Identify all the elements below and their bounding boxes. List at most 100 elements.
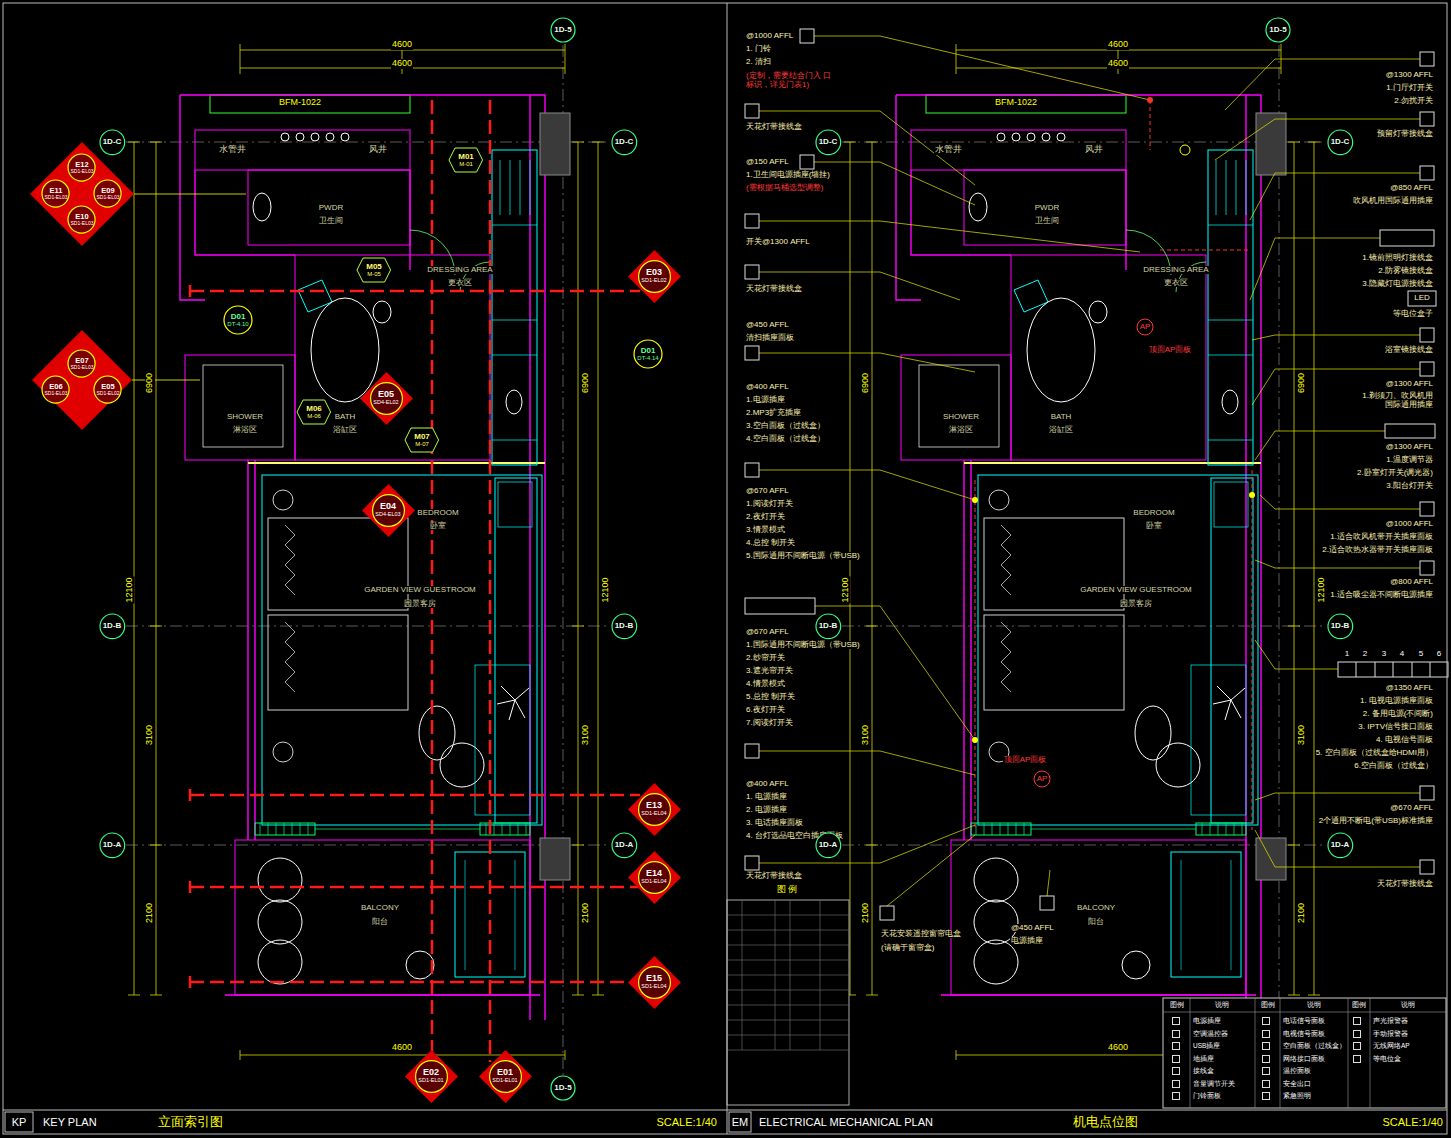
annotation-text: KEY PLAN [42, 1116, 98, 1128]
marker-circle [638, 861, 670, 893]
annotation-text: 风井 [1084, 145, 1104, 155]
sheet-reference: M-06 [307, 413, 321, 419]
annotation-text: 4600 [1107, 40, 1129, 50]
sheet-reference: SD4-EL03 [375, 512, 400, 518]
legend-sample [1172, 1055, 1180, 1063]
section-marks [30, 100, 640, 1062]
tag-number: 1D-A [819, 841, 838, 849]
annotation-text: 卫生间 [318, 217, 344, 226]
annotation-text: 2.MP3扩充插座 [745, 409, 802, 418]
device-icon [1420, 561, 1434, 575]
annotation-text: 园景客房 [1119, 600, 1153, 609]
annotation-text: 图例 [1351, 1001, 1367, 1009]
annotation-text: 5.总控 制开关 [745, 693, 796, 702]
annotation-text: 1. 电源插座 [745, 793, 788, 802]
ap-circle [1034, 771, 1050, 787]
device-icon [745, 214, 759, 228]
marker-circle [372, 494, 404, 526]
annotation-text: 说明 [1306, 1001, 1322, 1009]
annotation-text: 2. 备用电源(不间断) [1362, 710, 1434, 719]
annotation-text: 说明 [1400, 1001, 1416, 1009]
legend-sample [1262, 1042, 1270, 1050]
dimension-text: 3100 [861, 724, 871, 746]
annotation-text: BFM-1022 [278, 98, 322, 108]
legend-text: 网络接口面板 [1283, 1055, 1325, 1062]
tag-number: E05 [378, 390, 394, 399]
annotation-text: @450 AFFL [745, 321, 790, 330]
sheet-reference: SD1-EL03 [96, 195, 119, 200]
annotation-text: 2.防雾镜接线盒 [1377, 267, 1434, 276]
sheet-reference: SD1-EL01 [492, 1078, 517, 1084]
annotation-text: (需根据马桶选型调整) [745, 184, 824, 193]
dimension-text: 6900 [145, 372, 155, 394]
tag-box [729, 1112, 751, 1132]
annotation-text: 1.门厅灯开关 [1385, 84, 1434, 93]
legend-sample [1172, 1080, 1180, 1088]
annotation-text: 更衣区 [447, 279, 473, 288]
annotation-text: 阳台 [371, 918, 389, 927]
annotation-text: DRESSING AREA [426, 266, 493, 275]
tag-number: M01 [458, 153, 474, 161]
marker-diamond [360, 372, 413, 425]
sheet-reference: SD1-EL03 [70, 169, 93, 174]
annotation-text: 6.空白面板（过线盒） [1353, 762, 1434, 771]
tag-circle [94, 180, 121, 207]
sheet-reference: SD1-EL04 [641, 984, 666, 990]
elevation-marker: E14SD1-EL04 [628, 851, 681, 904]
tag-box [5, 1112, 33, 1132]
annotation-text: 等电位盒子 [1392, 310, 1434, 319]
annotation-text: 开关@1300 AFFL [745, 238, 811, 247]
annotation-text: 7.阅读灯开关 [745, 719, 794, 728]
tag-number: E09 [101, 187, 114, 195]
bubble-circle [1328, 130, 1353, 155]
tag-number: E07 [75, 357, 88, 365]
legend-sample [1262, 1017, 1270, 1025]
tag-circle [42, 180, 69, 207]
device-icon [880, 906, 894, 920]
annotation-text: PWDR [1034, 204, 1060, 213]
annotation-text: 1.卫生间电源插座(墙挂) [745, 171, 831, 180]
legend-text: 等电位盒 [1373, 1055, 1401, 1062]
table-rule [727, 900, 849, 1050]
ap-symbol: AP [1033, 770, 1051, 788]
elevation-marker: E02SD1-EL01 [405, 1050, 458, 1103]
grid-bubble: 1D-5 [1265, 17, 1291, 43]
tag-number: E14 [646, 869, 662, 878]
legend-sample [1262, 1030, 1270, 1038]
annotation-text: 4. 电视信号面板 [1375, 736, 1434, 745]
grid-bubble: 1D-5 [550, 1075, 576, 1101]
tag-number: E03 [646, 268, 662, 277]
dimension-text: 6900 [1297, 372, 1307, 394]
sheet-reference: SD1-EL03 [44, 195, 67, 200]
leader-line [759, 36, 1150, 906]
legend-sample [1353, 1042, 1361, 1050]
dimension-text: 12100 [601, 576, 611, 603]
bubble-circle [100, 130, 125, 155]
annotation-text: 图 例 [776, 885, 799, 895]
tag-circle [68, 154, 95, 181]
elevation-tag: E06SD1-EL03 [41, 375, 70, 404]
sheet-reference: M-07 [415, 441, 429, 447]
sheet-frame [3, 3, 1447, 1134]
bubble-circle [816, 130, 841, 155]
legend-sample [1353, 1055, 1361, 1063]
tag-hexagon [357, 258, 391, 282]
tag-number: 1D-C [103, 138, 122, 146]
dimension-text: 6900 [581, 372, 591, 394]
tag-number: E05 [101, 383, 114, 391]
annotation-text: @1300 AFFL [1385, 380, 1434, 389]
grid-bubble: 1D-B [1327, 613, 1354, 640]
elevation-marker: E05SD4-EL02 [360, 372, 413, 425]
annotation-text: 6.夜灯开关 [745, 706, 786, 715]
device-icon [1408, 291, 1436, 306]
annotation-text: 阳台 [1087, 918, 1105, 927]
tag-circle [68, 206, 95, 233]
tag-number: M06 [306, 405, 322, 413]
annotation-text: BEDROOM [1132, 509, 1175, 518]
annotation-text: SCALE:1/40 [655, 1116, 718, 1128]
tag-number: D01 [231, 313, 246, 321]
elevation-tag: E07SD1-EL03 [67, 349, 96, 378]
legend-text: 接线盒 [1193, 1067, 1214, 1074]
sheet-reference: SD1-EL04 [641, 811, 666, 817]
